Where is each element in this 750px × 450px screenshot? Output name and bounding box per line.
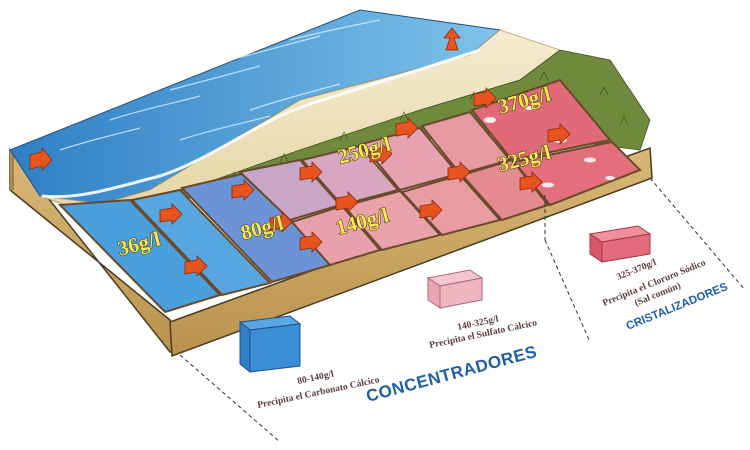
arrow-icon	[269, 211, 293, 233]
leader-lines	[179, 177, 746, 443]
arrow-icon	[473, 87, 497, 109]
arrow-icon	[159, 203, 183, 225]
sea-waves	[59, 19, 381, 151]
pond-red-2	[470, 78, 612, 162]
arrow-icon	[335, 191, 359, 213]
pond-blue-1	[57, 198, 222, 314]
arrow-icon	[369, 143, 393, 165]
arrow-icon	[299, 161, 323, 183]
arrow-icon	[299, 231, 323, 253]
arrow-icon	[29, 146, 53, 171]
shoreline-foam	[41, 48, 481, 199]
arrow-icon	[547, 123, 571, 145]
group-title-concentradores: CONCENTRADORES	[364, 342, 539, 406]
arrow-icon	[519, 171, 543, 193]
arrow-icon	[395, 117, 419, 139]
pond-red-1	[460, 158, 550, 222]
arrow-up-icon	[443, 27, 461, 51]
legend-cube-blue	[238, 315, 302, 374]
arrow-icon	[184, 255, 208, 277]
legend-cube-pink	[426, 269, 484, 309]
legend-blue-range: 80-140g/l	[297, 369, 336, 387]
arrow-icon	[231, 179, 255, 201]
flow-arrows	[29, 27, 571, 277]
pond-pink-3	[300, 144, 400, 207]
arrow-icon	[419, 199, 443, 221]
arrow-icon	[447, 161, 471, 183]
soil-side-face	[10, 150, 14, 190]
legend-cube-red	[588, 225, 652, 263]
pond-pink-6	[400, 173, 502, 237]
pond-pink-2	[290, 204, 382, 267]
pond-pink-4	[342, 189, 442, 252]
pond-red-3	[512, 140, 642, 207]
